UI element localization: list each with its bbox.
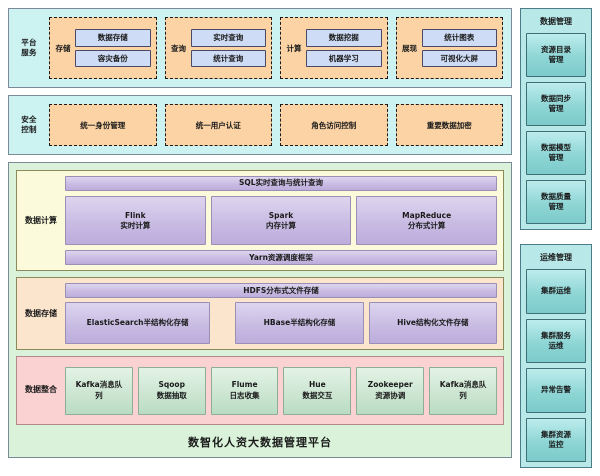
chip-data-storage[interactable]: 数据存储 (75, 29, 151, 47)
platform-group-query-label: 查询 (171, 43, 186, 53)
platform-group-storage-items: 数据存储 容灾备份 (75, 29, 151, 67)
security-control-label: 安全控制 (21, 114, 37, 134)
platform-group-storage-label: 存储 (55, 43, 71, 53)
chip-statistical-charts[interactable]: 统计图表 (421, 29, 497, 47)
data-integration-label: 数据整合 (25, 385, 57, 395)
chip-machine-learning[interactable]: 机器学习 (306, 49, 382, 67)
mgmt-item-data-quality[interactable]: 数据质量管理 (526, 180, 586, 224)
platform-group-query-items: 实时查询 统计查询 (190, 29, 266, 67)
chip-disaster-backup[interactable]: 容灾备份 (75, 49, 151, 67)
hdfs-bar[interactable]: HDFS分布式文件存储 (65, 283, 497, 299)
platform-title: 数智化人资大数据管理平台 (188, 436, 332, 449)
data-management-panel: 数据管理 资源目录管理 数据同步管理 数据模型管理 数据质量管理 (520, 8, 592, 230)
yarn-scheduler-bar[interactable]: Yarn资源调度框架 (65, 250, 497, 266)
platform-group-presentation-items: 统计图表 可视化大屏 (421, 29, 497, 67)
platform-services-band: 平台服务 存储 数据存储 容灾备份 查询 实时查询 统计查询 (8, 8, 512, 88)
security-item-identity[interactable]: 统一身份管理 (49, 104, 157, 146)
ops-management-title: 运维管理 (540, 253, 572, 262)
chip-data-mining[interactable]: 数据挖掘 (306, 29, 382, 47)
tool-kafka-1[interactable]: Kafka消息队列 (65, 366, 133, 415)
platform-group-query[interactable]: 查询 实时查询 统计查询 (164, 17, 272, 79)
chip-statistical-query[interactable]: 统计查询 (190, 49, 266, 67)
platform-group-compute-items: 数据挖掘 机器学习 (306, 29, 382, 67)
storage-engines-row: ElasticSearch半结构化存储 HBase半结构化存储 Hive结构化文… (65, 302, 497, 345)
platform-group-storage[interactable]: 存储 数据存储 容灾备份 (49, 17, 157, 79)
data-storage-layer: 数据存储 HDFS分布式文件存储 ElasticSearch半结构化存储 HBa… (16, 277, 504, 351)
mgmt-item-resource-catalog[interactable]: 资源目录管理 (526, 33, 586, 77)
store-hbase[interactable]: HBase半结构化存储 (235, 302, 364, 345)
platform-services-label: 平台服务 (21, 37, 37, 57)
security-item-authentication[interactable]: 统一用户认证 (164, 104, 272, 146)
platform-group-compute-label: 计算 (286, 43, 302, 53)
storage-row-spacer (215, 302, 230, 344)
sql-query-bar[interactable]: SQL实时查询与统计查询 (65, 176, 497, 191)
data-storage-label: 数据存储 (25, 308, 57, 318)
ops-item-alarm[interactable]: 异常告警 (526, 368, 586, 413)
mgmt-item-data-sync[interactable]: 数据同步管理 (526, 82, 586, 126)
main-architecture-column: 平台服务 存储 数据存储 容灾备份 查询 实时查询 统计查询 (8, 8, 512, 468)
ops-item-cluster-ops[interactable]: 集群运维 (526, 269, 586, 314)
security-item-rbac[interactable]: 角色访问控制 (280, 104, 388, 146)
store-elasticsearch[interactable]: ElasticSearch半结构化存储 (65, 302, 211, 345)
data-management-title: 数据管理 (540, 17, 572, 26)
data-compute-label: 数据计算 (25, 215, 57, 225)
chip-visualization-screen[interactable]: 可视化大屏 (421, 49, 497, 67)
platform-group-presentation-label: 展现 (402, 43, 417, 53)
mgmt-item-data-model[interactable]: 数据模型管理 (526, 131, 586, 175)
security-control-band: 安全控制 统一身份管理 统一用户认证 角色访问控制 重要数据加密 (8, 95, 512, 155)
platform-services-groups: 存储 数据存储 容灾备份 查询 实时查询 统计查询 计算 (49, 9, 511, 87)
data-storage-body: HDFS分布式文件存储 ElasticSearch半结构化存储 HBase半结构… (65, 278, 503, 349)
store-hive[interactable]: Hive结构化文件存储 (368, 302, 497, 345)
ops-management-panel: 运维管理 集群运维 集群服务运维 异常告警 集群资源监控 (520, 244, 592, 468)
platform-group-compute[interactable]: 计算 数据挖掘 机器学习 (280, 17, 388, 79)
right-side-panels: 数据管理 资源目录管理 数据同步管理 数据模型管理 数据质量管理 运维管理 集群… (520, 8, 592, 468)
platform-group-presentation[interactable]: 展现 统计图表 可视化大屏 (395, 17, 503, 79)
chip-realtime-query[interactable]: 实时查询 (190, 29, 266, 47)
ops-item-resource-monitor[interactable]: 集群资源监控 (526, 417, 586, 462)
security-control-items: 统一身份管理 统一用户认证 角色访问控制 重要数据加密 (49, 96, 511, 154)
tool-kafka-2[interactable]: Kafka消息队列 (429, 366, 497, 415)
ops-item-cluster-service-ops[interactable]: 集群服务运维 (526, 318, 586, 363)
security-item-encryption[interactable]: 重要数据加密 (395, 104, 503, 146)
